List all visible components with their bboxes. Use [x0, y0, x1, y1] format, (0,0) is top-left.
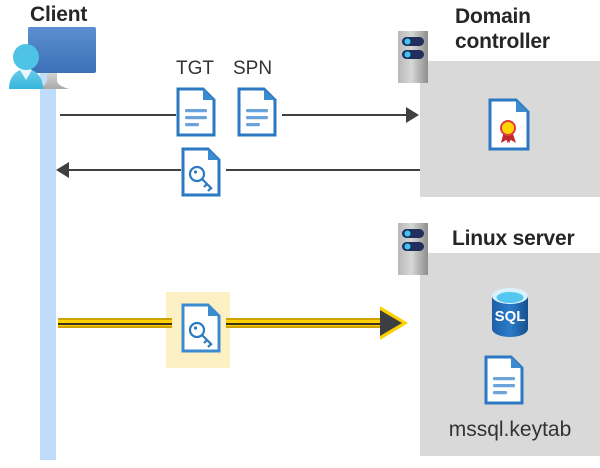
tgt-label: TGT [176, 58, 214, 79]
flow-line-response-right [226, 169, 420, 171]
key-document-icon [181, 147, 221, 197]
sql-icon-text: SQL [495, 308, 526, 325]
document-icon [237, 87, 277, 137]
document-icon [176, 87, 216, 137]
client-title: Client [30, 3, 88, 26]
client-lifeline [40, 72, 56, 460]
server-tower-icon [398, 223, 428, 275]
domain-controller-title-line1: Domain [455, 5, 531, 28]
sql-database-icon: SQL [486, 285, 534, 340]
arrowhead-to-client [56, 162, 69, 178]
linux-server-title: Linux server [452, 227, 575, 250]
server-tower-icon [398, 31, 428, 83]
flow-line-keytab-right [226, 318, 388, 328]
domain-controller-title: Domain controller [455, 4, 595, 54]
flow-line-request-left [60, 114, 176, 116]
domain-controller-title-line2: controller [455, 30, 550, 53]
key-document-icon [181, 303, 221, 353]
user-computer-icon [6, 24, 98, 96]
flow-line-keytab-left [58, 318, 172, 328]
arrowhead-to-linux-server [380, 310, 402, 336]
flow-line-response-left [64, 169, 181, 171]
spn-label: SPN [233, 58, 273, 79]
arrowhead-to-domain-controller [406, 107, 419, 123]
keytab-filename-label: mssql.keytab [448, 418, 572, 441]
document-icon [484, 355, 524, 405]
linux-server-panel [420, 253, 600, 456]
certificate-document-icon [488, 98, 530, 151]
flow-line-request-right [282, 114, 406, 116]
